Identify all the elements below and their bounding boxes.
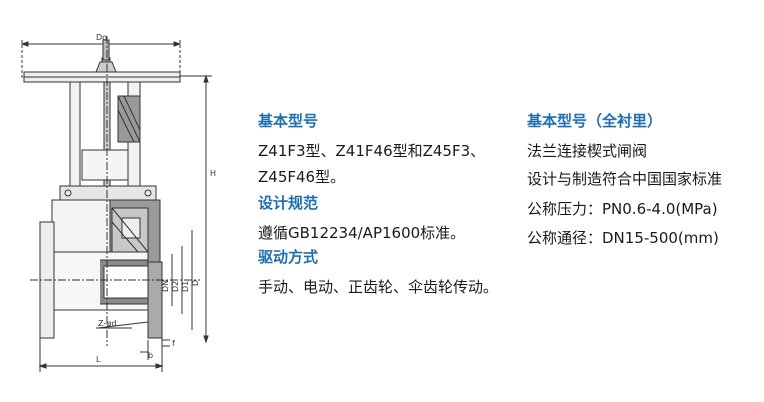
dim-d: D (191, 280, 200, 286)
dim-h: H (210, 169, 216, 178)
drive-heading: 驱动方式 (258, 248, 319, 266)
dim-z-phi-d: Z-φd (98, 319, 117, 328)
lined-model-heading: 基本型号（全衬里） (527, 112, 663, 130)
dim-do: Do (96, 33, 107, 42)
design-spec-heading: 设计规范 (258, 194, 319, 212)
dim-l: L (96, 355, 101, 364)
gate-valve-drawing: Do H DN D2 D1 D Z-φd b f L (20, 33, 216, 372)
basic-model-line-2: Z45F46型。 (258, 168, 346, 186)
lined-model-line-2: 设计与制造符合中国国家标准 (527, 170, 723, 188)
drive-text: 手动、电动、正齿轮、伞齿轮传动。 (258, 278, 499, 296)
dim-b: b (148, 351, 153, 360)
nominal-diameter: 公称通径：DN15-500(mm) (527, 229, 719, 247)
dim-dn: DN (161, 280, 170, 292)
lined-model-line-1: 法兰连接楔式闸阀 (527, 142, 648, 160)
dim-d2: D2 (171, 281, 180, 292)
design-spec-text: 遵循GB12234/AP1600标准。 (258, 224, 466, 242)
dim-d1: D1 (181, 281, 190, 292)
dim-f: f (172, 339, 175, 348)
basic-model-line-1: Z41F3型、Z41F46型和Z45F3、 (258, 142, 486, 160)
nominal-pressure: 公称压力：PN0.6-4.0(MPa) (527, 200, 718, 218)
basic-model-heading: 基本型号 (258, 112, 319, 130)
